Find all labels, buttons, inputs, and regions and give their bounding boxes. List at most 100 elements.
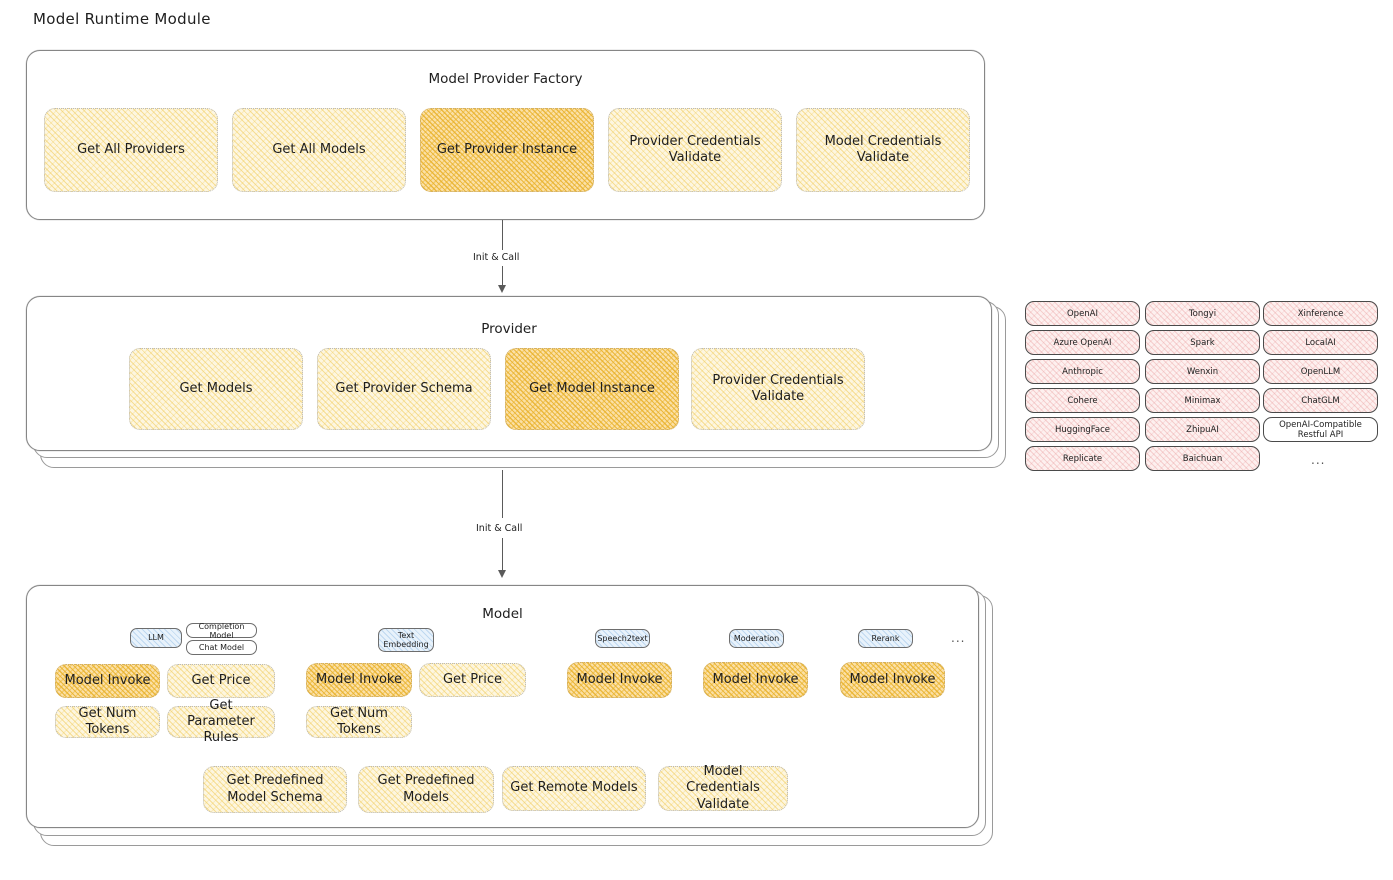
op-label: Model Invoke bbox=[712, 671, 799, 687]
op-get-remote-models[interactable]: Get Remote Models bbox=[502, 766, 646, 811]
model-badge-label: Speech2text bbox=[597, 633, 648, 643]
op-rerank-model-invoke[interactable]: Model Invoke bbox=[840, 662, 945, 698]
provider-pill-baichuan[interactable]: Baichuan bbox=[1145, 446, 1260, 471]
op-textembedding-get-price[interactable]: Get Price bbox=[419, 663, 526, 697]
provider-pill-label: Spark bbox=[1190, 337, 1215, 348]
model-badge-speech2text[interactable]: Speech2text bbox=[595, 629, 650, 648]
arrow-1-head bbox=[498, 285, 506, 293]
provider-pill-label: Xinference bbox=[1297, 308, 1344, 319]
op-label: Model Invoke bbox=[64, 672, 151, 688]
op-llm-get-parameter-rules[interactable]: Get Parameter Rules bbox=[167, 698, 275, 745]
provider-pill-spark[interactable]: Spark bbox=[1145, 330, 1260, 355]
op-label: Get Model Instance bbox=[529, 380, 655, 396]
op-label: Get Predefined Model Schema bbox=[226, 773, 324, 805]
op-speech2text-model-invoke[interactable]: Model Invoke bbox=[567, 662, 672, 698]
op-label: Get Provider Instance bbox=[436, 141, 578, 157]
op-provider-credentials-validate[interactable]: Provider Credentials Validate bbox=[608, 108, 782, 192]
model-tag-completion-model[interactable]: Completion Model bbox=[186, 621, 257, 640]
provider-pill-minimax[interactable]: Minimax bbox=[1145, 388, 1260, 413]
provider-pill-cohere[interactable]: Cohere bbox=[1025, 388, 1140, 413]
op-get-model-instance[interactable]: Get Model Instance bbox=[505, 348, 679, 430]
op-label: Model Invoke bbox=[576, 671, 663, 687]
provider-pill-label: OpenLLM bbox=[1300, 366, 1341, 377]
model-badge-rerank[interactable]: Rerank bbox=[858, 629, 913, 648]
arrow-1-label: Init & Call bbox=[473, 252, 520, 263]
arrow-2-head bbox=[498, 570, 506, 578]
op-label: Get All Providers bbox=[77, 141, 185, 157]
provider-pill-label: ZhipuAI bbox=[1186, 424, 1219, 435]
model-badge-moderation[interactable]: Moderation bbox=[729, 629, 784, 648]
op-llm-model-invoke[interactable]: Model Invoke bbox=[55, 664, 160, 698]
provider-pill-openai-compatible[interactable]: OpenAI-Compatible Restful API bbox=[1263, 417, 1378, 442]
model-badge-text-embedding[interactable]: Text Embedding bbox=[378, 628, 434, 652]
provider-pill-azure-openai[interactable]: Azure OpenAI bbox=[1025, 330, 1140, 355]
model-groups-more: ... bbox=[951, 631, 966, 645]
model-tag-chat-model[interactable]: Chat Model bbox=[186, 640, 257, 655]
model-badge-llm[interactable]: LLM bbox=[130, 628, 182, 648]
provider-title: Provider bbox=[481, 321, 537, 337]
op-label: Get Price bbox=[191, 672, 251, 688]
provider-pill-label: Wenxin bbox=[1186, 366, 1219, 377]
arrow-1-line-bottom bbox=[502, 266, 504, 288]
provider-pill-label: OpenAI bbox=[1066, 308, 1099, 319]
provider-pill-label: Tongyi bbox=[1188, 308, 1217, 319]
op-label: Get Num Tokens bbox=[78, 705, 137, 737]
provider-pill-openllm[interactable]: OpenLLM bbox=[1263, 359, 1378, 384]
provider-pill-localai[interactable]: LocalAI bbox=[1263, 330, 1378, 355]
op-get-all-models[interactable]: Get All Models bbox=[232, 108, 406, 192]
op-moderation-model-invoke[interactable]: Model Invoke bbox=[703, 662, 808, 698]
provider-pill-label: Anthropic bbox=[1062, 366, 1103, 377]
op-label: Get Models bbox=[179, 380, 253, 396]
op-get-models[interactable]: Get Models bbox=[129, 348, 303, 430]
arrow-1-line-top bbox=[502, 220, 504, 250]
model-provider-factory-title: Model Provider Factory bbox=[428, 71, 583, 87]
provider-pill-replicate[interactable]: Replicate bbox=[1025, 446, 1140, 471]
op-llm-get-num-tokens[interactable]: Get Num Tokens bbox=[55, 706, 160, 738]
op-get-provider-instance[interactable]: Get Provider Instance bbox=[420, 108, 594, 192]
op-label: Get Num Tokens bbox=[330, 705, 388, 737]
provider-pill-label: Azure OpenAI bbox=[1053, 337, 1112, 348]
op-provider-credentials-validate-2[interactable]: Provider Credentials Validate bbox=[691, 348, 865, 430]
op-model-credentials-validate-2[interactable]: Model Credentials Validate bbox=[658, 764, 788, 812]
arrow-2-label: Init & Call bbox=[476, 523, 523, 534]
op-textembedding-get-num-tokens[interactable]: Get Num Tokens bbox=[306, 706, 412, 738]
op-label: Get Provider Schema bbox=[335, 380, 473, 396]
provider-pill-huggingface[interactable]: HuggingFace bbox=[1025, 417, 1140, 442]
op-get-predefined-models[interactable]: Get Predefined Models bbox=[358, 766, 494, 813]
provider-pill-label: OpenAI-Compatible Restful API bbox=[1279, 419, 1362, 440]
provider-pill-tongyi[interactable]: Tongyi bbox=[1145, 301, 1260, 326]
provider-pill-label: ChatGLM bbox=[1301, 395, 1340, 406]
provider-pill-zhipuai[interactable]: ZhipuAI bbox=[1145, 417, 1260, 442]
op-llm-get-price[interactable]: Get Price bbox=[167, 664, 275, 698]
op-label: Model Credentials Validate bbox=[686, 764, 760, 812]
provider-pill-chatglm[interactable]: ChatGLM bbox=[1263, 388, 1378, 413]
op-label: Get Remote Models bbox=[510, 780, 638, 796]
page-title: Model Runtime Module bbox=[33, 10, 211, 28]
provider-pill-wenxin[interactable]: Wenxin bbox=[1145, 359, 1260, 384]
op-get-provider-schema[interactable]: Get Provider Schema bbox=[317, 348, 491, 430]
op-model-credentials-validate[interactable]: Model Credentials Validate bbox=[796, 108, 970, 192]
op-get-predefined-model-schema[interactable]: Get Predefined Model Schema bbox=[203, 766, 347, 813]
provider-pill-label: Cohere bbox=[1067, 395, 1098, 406]
op-label: Model Credentials Validate bbox=[824, 133, 942, 165]
provider-pill-xinference[interactable]: Xinference bbox=[1263, 301, 1378, 326]
op-label: Get Predefined Models bbox=[377, 773, 475, 805]
op-label: Provider Credentials Validate bbox=[629, 133, 761, 165]
model-badge-label: LLM bbox=[148, 633, 164, 643]
op-label: Get Price bbox=[442, 671, 502, 687]
model-badge-label: Moderation bbox=[733, 633, 780, 643]
arrow-2-line-top bbox=[502, 470, 504, 518]
provider-pill-label: HuggingFace bbox=[1055, 424, 1110, 435]
op-get-all-providers[interactable]: Get All Providers bbox=[44, 108, 218, 192]
provider-pill-anthropic[interactable]: Anthropic bbox=[1025, 359, 1140, 384]
model-tag-label: Completion Model bbox=[198, 621, 245, 640]
model-badge-label: Rerank bbox=[871, 633, 900, 643]
op-textembedding-model-invoke[interactable]: Model Invoke bbox=[306, 663, 412, 697]
provider-pill-label: Replicate bbox=[1062, 453, 1103, 464]
op-label: Get Parameter Rules bbox=[187, 697, 255, 746]
provider-pill-label: Baichuan bbox=[1182, 453, 1223, 464]
provider-pill-label: Minimax bbox=[1184, 395, 1221, 406]
provider-pill-openai[interactable]: OpenAI bbox=[1025, 301, 1140, 326]
provider-list-more: ... bbox=[1311, 453, 1326, 467]
